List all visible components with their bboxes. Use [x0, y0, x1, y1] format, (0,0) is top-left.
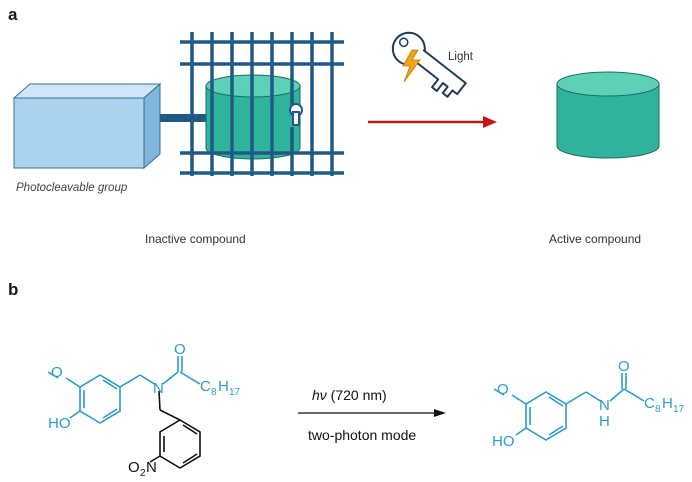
reaction-conditions-top: hν (720 nm) [312, 387, 387, 403]
svg-text:17: 17 [673, 404, 685, 415]
key-icon [391, 31, 467, 98]
linker-rod [160, 114, 206, 122]
product-chain: C 8 H 17 [644, 395, 685, 415]
reactant-chain: C 8 H 17 [200, 378, 241, 398]
reactant-vanillyl-bonds [47, 356, 201, 424]
active-cylinder [556, 71, 660, 159]
svg-text:H: H [218, 378, 229, 395]
reactant-n: N [153, 380, 164, 397]
svg-text:8: 8 [211, 387, 217, 398]
reactant-nitro: O 2 N [128, 459, 157, 479]
keyhole-icon [289, 103, 303, 126]
photocleavable-box [12, 82, 162, 170]
lightning-icon [402, 49, 421, 83]
reactant-ho: HO [48, 415, 71, 432]
reactant-carbonyl-o: O [174, 341, 186, 358]
reactant-methoxy-o: O [51, 364, 63, 381]
reaction-conditions-bottom: two-photon mode [308, 427, 416, 443]
product-structure: O HO N H O C 8 H 17 [492, 358, 685, 450]
active-compound-label: Active compound [549, 232, 641, 246]
product-carbonyl-o: O [618, 358, 630, 375]
product-methoxy-o: O [497, 381, 509, 398]
light-arrow [368, 116, 497, 128]
light-label: Light [448, 51, 474, 63]
reactant-structure: O HO N O C 8 H 17 O 2 N [47, 341, 241, 479]
product-nh-h: H [599, 413, 610, 430]
inactive-compound-label: Inactive compound [145, 232, 246, 246]
product-bonds [493, 373, 645, 441]
panel-a-label: a [8, 5, 18, 24]
product-n: N [599, 397, 610, 414]
svg-text:O: O [128, 459, 140, 476]
svg-text:N: N [146, 459, 157, 476]
photocleavable-label: Photocleavable group [16, 182, 128, 194]
svg-text:H: H [662, 395, 673, 412]
svg-text:C: C [200, 378, 211, 395]
svg-text:17: 17 [229, 387, 241, 398]
panel-b-label: b [8, 280, 18, 299]
reaction-arrow [298, 409, 446, 417]
svg-text:2: 2 [140, 468, 146, 479]
reactant-nitrobenzyl-bonds [149, 390, 201, 469]
svg-text:8: 8 [655, 404, 661, 415]
cage-bars [180, 32, 344, 176]
svg-text:C: C [644, 395, 655, 412]
product-ho: HO [492, 433, 515, 450]
